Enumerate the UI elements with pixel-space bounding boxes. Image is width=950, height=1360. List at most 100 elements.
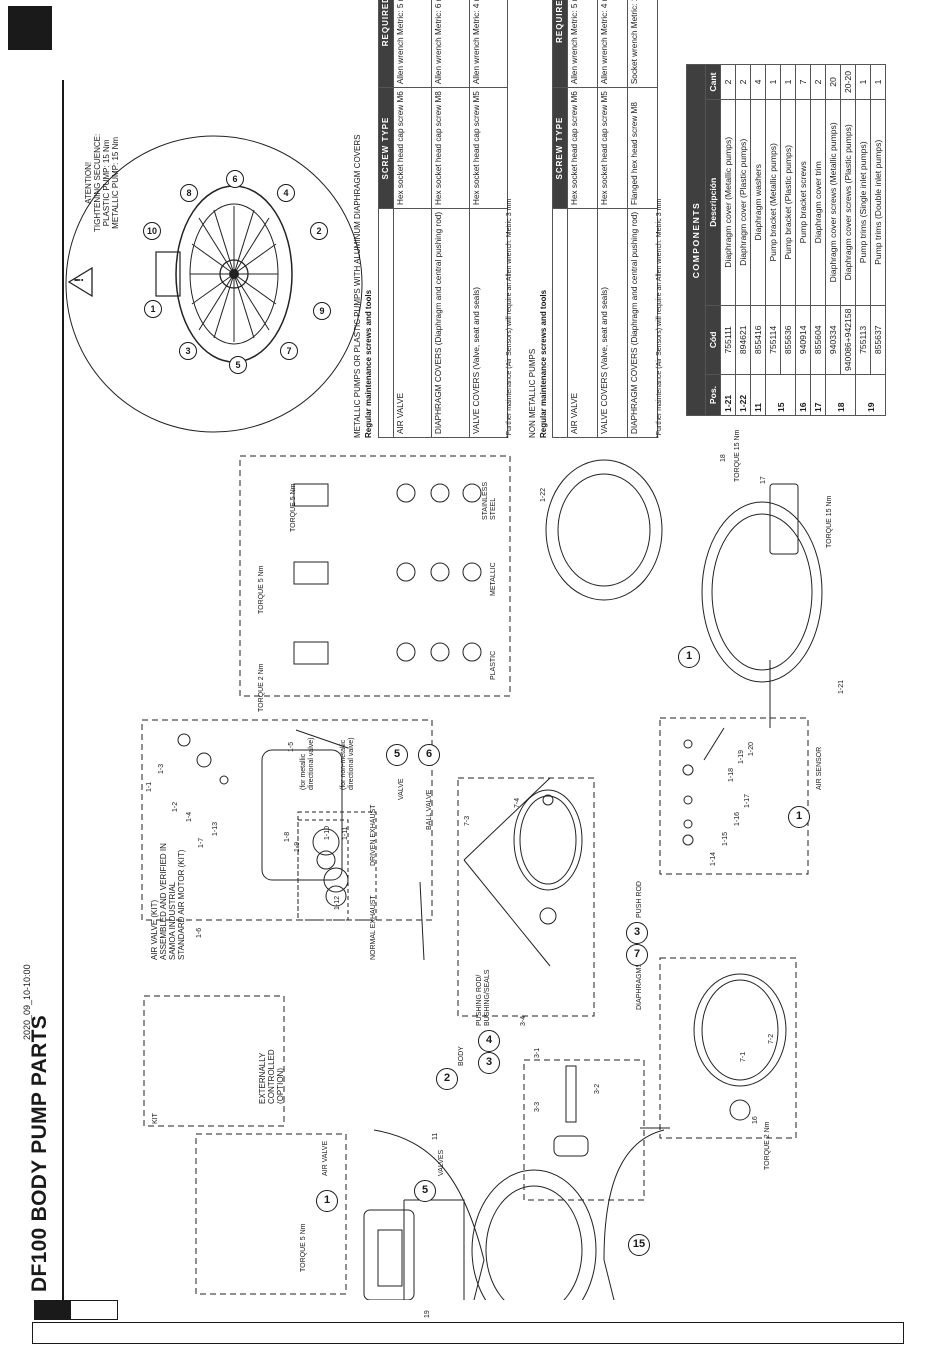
- part-number: 3-2: [594, 1083, 601, 1094]
- table-cell: Allen wrench Metric: 4 mm Standard: 5/32…: [469, 0, 507, 88]
- part-number: 1-20: [748, 741, 755, 756]
- torque5-label-valve: TORQUE 5 Nm: [258, 565, 265, 615]
- callout-circle: 15: [628, 1234, 650, 1256]
- table-cell: AIR VALVE: [567, 208, 597, 438]
- part-number: 7-2: [768, 1033, 775, 1044]
- sequence-number: 9: [313, 302, 331, 320]
- table-cell: 2: [810, 64, 826, 100]
- part-number: 17: [760, 476, 767, 484]
- air-sensor-label: AIR SENSOR: [816, 746, 823, 790]
- table-cell: 855637: [870, 305, 886, 375]
- normal-exhaust-label: NORMAL EXHAUST: [370, 895, 377, 960]
- table-header: Descripción: [705, 99, 721, 306]
- table-cell: Hex socket head cap screw M6: [567, 87, 597, 209]
- diaphragms-label: DIAPHRAGMS: [636, 962, 643, 1010]
- table-header: SCREW TYPE: [552, 87, 567, 209]
- part-number: 19: [424, 1310, 431, 1318]
- table-cell: 855604: [810, 305, 826, 375]
- torque2-label: TORQUE 2 Nm: [258, 663, 265, 713]
- table-cell: 1: [855, 64, 871, 100]
- table-cell: Diaphragm cover screws (Metallic pumps): [825, 99, 841, 306]
- table-cell: Hex socket head cap screw M5: [597, 87, 627, 209]
- sequence-number: 7: [280, 342, 298, 360]
- callout-circle: 2: [436, 1068, 458, 1090]
- table-cell: DIAPHRAGM COVERS (Diaphragm and central …: [431, 208, 469, 438]
- stainless-label: STAINLESS STEEL: [482, 482, 497, 520]
- table-header: SCREW TYPE: [378, 87, 393, 209]
- externally-label: EXTERNALLY CONTROLLED (OPTION): [258, 1049, 285, 1104]
- table-cell: 855416: [750, 305, 766, 375]
- part-number: 7-1: [740, 1051, 747, 1062]
- table-header: Cód: [705, 305, 721, 375]
- callout-circle: 6: [418, 744, 440, 766]
- table-cell: Diaphragm cover trim: [810, 99, 826, 306]
- table-cell: 940086+942158: [840, 305, 856, 375]
- table-cell: Diaphragm cover (Plastic pumps): [735, 99, 751, 306]
- table-cell: DIAPHRAGM COVERS (Diaphragm and central …: [627, 208, 657, 438]
- metallic-note: *Further maintenance (Air Sensors) will …: [506, 198, 513, 438]
- warning-text: ATENTION! TIGHTENING SECUENCE: PLASTIC P…: [84, 134, 120, 232]
- torque15-label: TORQUE 15 Nm: [734, 429, 741, 482]
- sequence-number: 6: [226, 170, 244, 188]
- part-number: 1-8: [284, 831, 291, 842]
- callout-circle: 3: [626, 922, 648, 944]
- callout-circle: 5: [386, 744, 408, 766]
- nonmetallic-screws-table: SCREW TYPE REQUIRED TOOL AIR VALVE Hex s…: [552, 0, 658, 438]
- table-cell: Pump trims (Single inlet pumps): [855, 99, 871, 306]
- callout-circle: 1: [316, 1190, 338, 1212]
- table-cell: Pump trims (Double inlet pumps): [870, 99, 886, 306]
- table-cell: 1: [780, 64, 796, 100]
- part-number: 1-14: [710, 851, 717, 866]
- air-valve-kit-line: SAMOA INDUSTRIAL: [168, 881, 177, 960]
- air-valve-kit-line: ASSEMBLED AND VERIFIED IN: [159, 843, 168, 960]
- table-cell: Pump bracket (Plastic pumps): [780, 99, 796, 306]
- table-cell: 1: [870, 64, 886, 100]
- table-cell: 1: [765, 64, 781, 100]
- sequence-number: 4: [277, 184, 295, 202]
- table-cell: 15: [765, 374, 796, 416]
- part-number: 1-18: [728, 767, 735, 782]
- part-number: 1-19: [738, 749, 745, 764]
- part-number: 1-16: [734, 811, 741, 826]
- callout-circle: 4: [478, 1030, 500, 1052]
- table-cell: Allen wrench Metric: 4 mm Standard: 5/32…: [597, 0, 627, 88]
- air-valve-kit-text: AIR VALVE (KIT) ASSEMBLED AND VERIFIED I…: [150, 843, 186, 960]
- table-cell: 2: [735, 64, 751, 100]
- table-cell: 20-20: [840, 64, 856, 100]
- table-cell: Allen wrench Metric: 5 mm Standard: 3/16…: [393, 0, 431, 88]
- table-header: Pos.: [705, 374, 721, 416]
- push-rod-label: PUSH ROD: [636, 881, 643, 918]
- table-cell: Hex socket head cap screw M6: [393, 87, 431, 209]
- for-metallic-label: (for metallic directional valve): [300, 737, 315, 790]
- table-header: REQUIRED TOOL: [378, 0, 393, 88]
- part-number: 1-7: [198, 837, 205, 848]
- table-cell: 11: [750, 374, 766, 416]
- footer-bar: [32, 1322, 904, 1344]
- part-number: 3-4: [520, 1015, 527, 1026]
- table-cell: VALVE COVERS (Valve, seat and seals): [597, 208, 627, 438]
- table-cell: 855636: [780, 305, 796, 375]
- svg-text:!: !: [72, 278, 86, 282]
- driven-exhaust-label: DRIVEN EXHAUST: [370, 804, 377, 866]
- nonmetallic-subheading: Regular maintenance screws and tools: [539, 289, 548, 438]
- table-header: [552, 208, 567, 438]
- sequence-number: 2: [310, 222, 328, 240]
- table-cell: 16: [795, 374, 811, 416]
- valve-label: VALVE: [398, 778, 405, 800]
- table-cell: 4: [750, 64, 766, 100]
- table-cell: 2: [720, 64, 736, 100]
- sequence-number: 10: [143, 222, 161, 240]
- table-cell: Hex socket head cap screw M5: [469, 87, 507, 209]
- sequence-number: 1: [144, 300, 162, 318]
- ball-valve-label: BALL VALVE: [426, 789, 433, 830]
- metallic-label: METALLIC: [490, 562, 497, 596]
- sequence-number: 5: [229, 356, 247, 374]
- part-number: 7-4: [514, 797, 521, 808]
- warning-line: PLASTIC PUMP: 15 Nm: [102, 139, 111, 227]
- nonmetallic-note: *Further maintenance (Air Sensors) will …: [656, 198, 663, 438]
- table-cell: 18: [825, 374, 856, 416]
- part-number: 1-5: [288, 741, 295, 752]
- table-cell: 17: [810, 374, 826, 416]
- part-number: 1-1: [146, 781, 153, 792]
- callout-circle: 1: [788, 806, 810, 828]
